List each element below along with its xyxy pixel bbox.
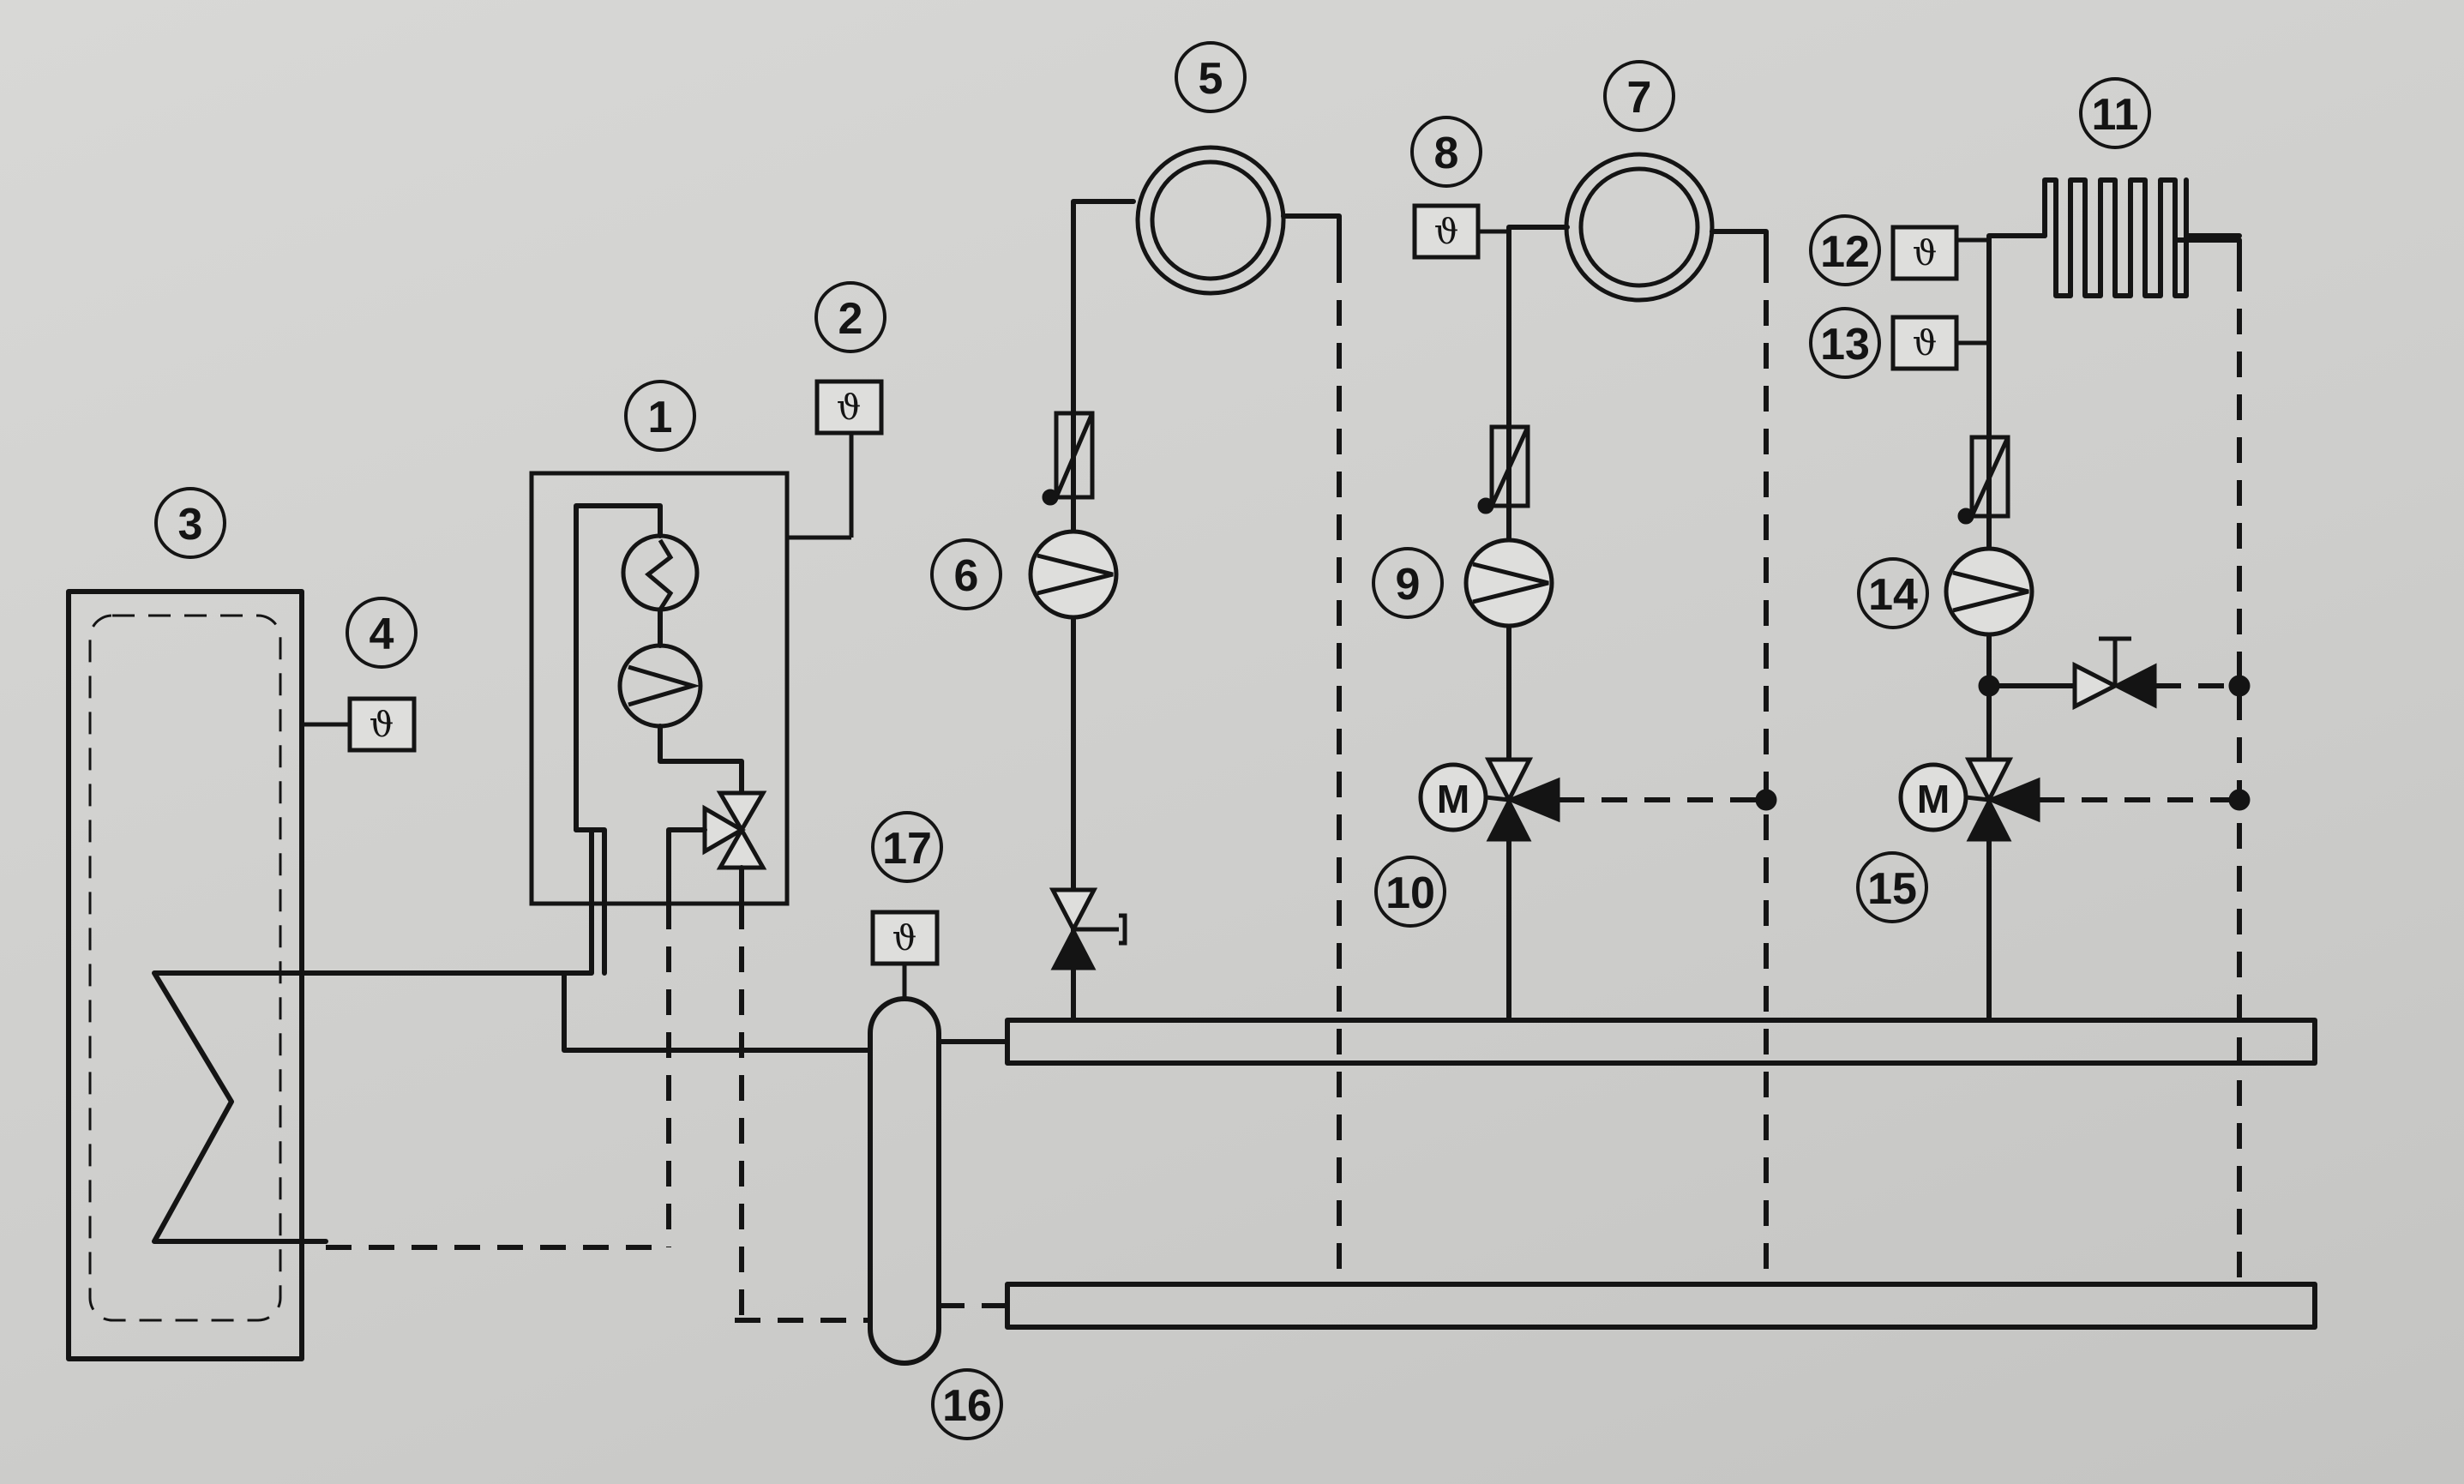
boiler-heat-exchanger xyxy=(621,533,700,612)
svg-text:ϑ: ϑ xyxy=(892,919,917,958)
temperature-sensor-icon: ϑ xyxy=(1890,225,1959,281)
boiler-unit xyxy=(529,471,790,906)
filter-14 xyxy=(1969,435,2010,519)
callout-2: 2 xyxy=(814,281,886,353)
svg-text:6: 6 xyxy=(954,551,979,601)
pump-9 xyxy=(1463,538,1554,628)
svg-text:9: 9 xyxy=(1396,560,1421,610)
callout-16: 16 xyxy=(931,1368,1003,1440)
svg-text:7: 7 xyxy=(1627,73,1652,123)
svg-text:3: 3 xyxy=(178,500,203,550)
svg-text:ϑ: ϑ xyxy=(1913,324,1938,363)
svg-text:2: 2 xyxy=(838,294,863,344)
callout-17: 17 xyxy=(871,811,943,883)
temperature-sensor-icon: ϑ xyxy=(1890,315,1959,371)
callout-15: 15 xyxy=(1856,851,1928,923)
tank-coil xyxy=(152,970,567,1244)
svg-text:14: 14 xyxy=(1868,570,1918,620)
callout-4: 4 xyxy=(346,597,418,669)
floor-heating-coil xyxy=(2042,177,2242,298)
callout-1: 1 xyxy=(624,380,696,452)
svg-text:ϑ: ϑ xyxy=(1434,213,1459,252)
svg-text:8: 8 xyxy=(1434,129,1459,178)
svg-text:4: 4 xyxy=(370,610,394,659)
motor-symbol: M xyxy=(1917,777,1950,821)
callout-10: 10 xyxy=(1374,856,1446,928)
callout-9: 9 xyxy=(1372,547,1444,619)
callout-12: 12 xyxy=(1809,214,1881,286)
temperature-sensor-icon: ϑ xyxy=(870,910,940,966)
pump-6 xyxy=(1028,529,1119,620)
filter-9 xyxy=(1489,424,1530,508)
callout-6: 6 xyxy=(930,538,1002,610)
svg-text:ϑ: ϑ xyxy=(837,388,862,428)
callout-11: 11 xyxy=(2079,77,2151,149)
svg-text:15: 15 xyxy=(1867,864,1917,914)
hydraulic-separator xyxy=(868,996,941,1366)
radiator-7 xyxy=(1564,152,1715,303)
svg-text:ϑ: ϑ xyxy=(370,706,394,745)
svg-text:12: 12 xyxy=(1820,227,1870,277)
temperature-sensor-icon: ϑ xyxy=(814,379,884,436)
radiator-5 xyxy=(1135,145,1286,296)
callout-3: 3 xyxy=(154,487,226,559)
callout-8: 8 xyxy=(1410,116,1482,188)
svg-text:10: 10 xyxy=(1385,868,1435,918)
svg-text:11: 11 xyxy=(2092,90,2139,140)
callout-5: 5 xyxy=(1175,41,1247,113)
return-header xyxy=(1005,1282,2317,1330)
svg-text:ϑ: ϑ xyxy=(1913,234,1938,273)
svg-text:1: 1 xyxy=(648,393,673,442)
svg-text:13: 13 xyxy=(1820,320,1870,369)
callout-13: 13 xyxy=(1809,307,1881,379)
supply-header xyxy=(1005,1018,2317,1066)
svg-text:17: 17 xyxy=(882,824,932,874)
svg-text:5: 5 xyxy=(1199,54,1223,104)
svg-text:16: 16 xyxy=(942,1381,992,1431)
callout-7: 7 xyxy=(1603,60,1675,132)
filter-6 xyxy=(1054,411,1095,500)
motor-symbol: M xyxy=(1437,777,1469,821)
temperature-sensor-icon: ϑ xyxy=(1412,203,1481,260)
callout-14: 14 xyxy=(1857,557,1929,629)
pump-14 xyxy=(1944,546,2034,637)
temperature-sensor-icon: ϑ xyxy=(347,696,417,753)
